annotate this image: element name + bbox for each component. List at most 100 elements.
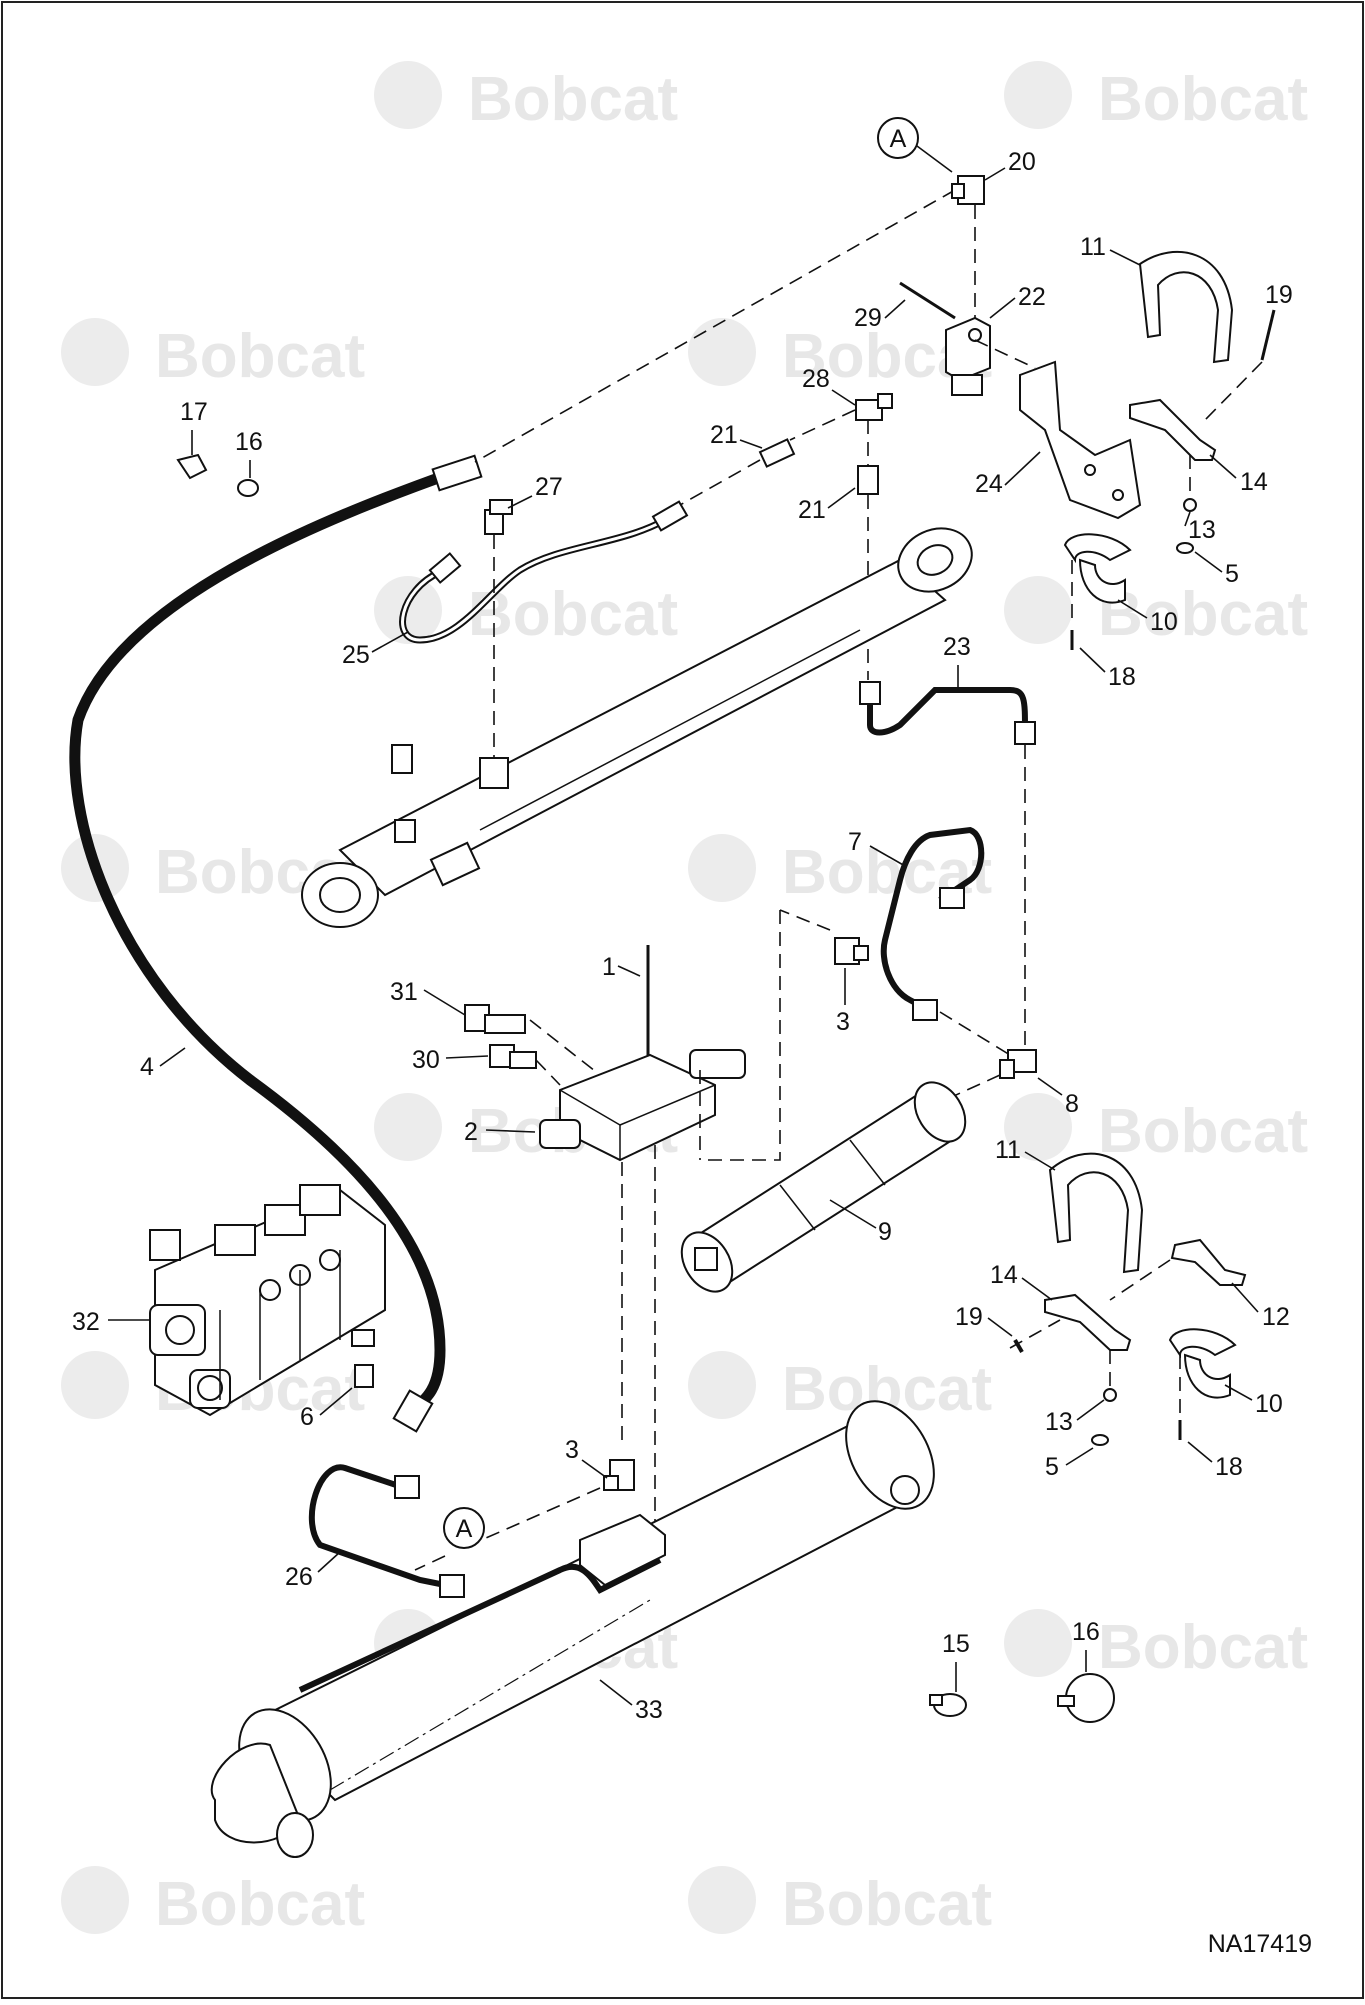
watermark-text: Bobcat <box>782 1870 992 1939</box>
callout-12: 12 <box>1262 1303 1290 1331</box>
strap-clamp-11 <box>1138 250 1234 364</box>
callout-5: 5 <box>1045 1453 1059 1481</box>
adapter-21 <box>758 438 796 468</box>
elbow-fitting-3 <box>603 1459 635 1491</box>
callout-13: 13 <box>1188 516 1216 544</box>
callout-27: 27 <box>535 473 563 501</box>
assembly-line <box>1204 361 1263 421</box>
assembly-line <box>535 1059 561 1086</box>
watermark-logo: Bobcat <box>688 1866 992 1939</box>
watermark-text: Bobcat <box>1098 580 1308 649</box>
watermark-logo: Bobcat <box>61 1866 365 1939</box>
valve-block <box>539 1049 746 1162</box>
callout-8: 8 <box>1065 1090 1079 1118</box>
adapter-21 <box>857 465 879 495</box>
callout-3: 3 <box>836 1008 850 1036</box>
callout-21: 21 <box>710 421 738 449</box>
clamp-10 <box>1168 1328 1237 1399</box>
callout-11: 11 <box>1080 233 1106 261</box>
callout-18: 18 <box>1108 663 1136 691</box>
watermark-text: Bobcat <box>468 580 678 649</box>
callout-19: 19 <box>1265 281 1293 309</box>
callout-5: 5 <box>1225 560 1239 588</box>
adapter-fitting-6 <box>351 1329 375 1388</box>
clamp-half-14 <box>1044 1293 1132 1351</box>
watermark-logo: Bobcat <box>1004 576 1308 649</box>
assembly-line <box>679 459 761 506</box>
elbow-fitting-30 <box>489 1044 537 1069</box>
watermark-logo: Bobcat <box>1004 61 1308 134</box>
check-valve-22 <box>945 316 991 396</box>
tube-highlight <box>401 518 666 642</box>
callout-23: 23 <box>943 633 971 661</box>
callout-16: 16 <box>1072 1618 1100 1646</box>
hose-clamp-15 <box>929 1693 967 1717</box>
callout-9: 9 <box>878 1218 892 1246</box>
tube-nut <box>651 500 689 532</box>
watermark-logo: Bobcat <box>1004 1609 1308 1682</box>
assembly-line <box>414 1555 446 1571</box>
bolt-19 <box>1013 1338 1024 1354</box>
plug-16 <box>237 479 259 497</box>
mounting-bracket-24 <box>1019 360 1142 520</box>
callout-25: 25 <box>342 641 370 669</box>
nut-13 <box>1103 1388 1117 1402</box>
callout-10: 10 <box>1150 608 1178 636</box>
drawing-number: NA17419 <box>1208 1930 1312 1958</box>
callout-15: 15 <box>942 1630 970 1658</box>
tee-fitting-28 <box>855 393 893 421</box>
callout-labels: 1 2 3 3 4 5 5 6 7 8 9 10 10 11 11 12 13 … <box>72 148 1293 1724</box>
callout-20: 20 <box>1008 148 1036 176</box>
callout-29: 29 <box>854 304 882 332</box>
reference-marker-top: A <box>877 117 919 159</box>
bolt-29 <box>899 281 956 320</box>
tilt-cylinder <box>301 527 973 928</box>
assembly-line <box>474 189 956 463</box>
watermark-text: Bobcat <box>155 322 365 391</box>
hose-end-fitting <box>431 454 483 492</box>
assembly-line <box>939 1011 1011 1056</box>
watermark-logo: Bobcat <box>61 318 365 391</box>
callout-26: 26 <box>285 1563 313 1591</box>
callout-24: 24 <box>975 470 1003 498</box>
leader-line <box>916 145 953 173</box>
callout-3: 3 <box>565 1436 579 1464</box>
watermark-text: Bobcat <box>155 1870 365 1939</box>
hydraulic-tube-26 <box>308 1464 446 1588</box>
tube-nut <box>428 552 462 584</box>
callout-19: 19 <box>955 1303 983 1331</box>
callout-30: 30 <box>412 1046 440 1074</box>
callout-33: 33 <box>635 1696 663 1724</box>
nut-13 <box>1183 498 1197 512</box>
tube-nut <box>859 681 881 705</box>
bolt-19 <box>1260 309 1276 361</box>
callout-21: 21 <box>798 496 826 524</box>
tube-nut <box>1014 721 1036 745</box>
callout-14: 14 <box>990 1261 1018 1289</box>
clamp-10 <box>1063 533 1132 604</box>
callout-11: 11 <box>995 1136 1021 1164</box>
callout-14: 14 <box>1240 468 1268 496</box>
elbow-fitting-31 <box>464 1004 526 1034</box>
assembly-line <box>529 1019 601 1076</box>
band-clamp-16 <box>1057 1673 1115 1723</box>
bracket-hole <box>1084 464 1096 476</box>
reference-marker-label: A <box>456 1515 473 1543</box>
elbow-fitting-3 <box>834 937 869 965</box>
assembly-line <box>700 910 781 1161</box>
accumulator-9 <box>680 1081 967 1293</box>
watermark-logo: Bobcat <box>1004 1093 1308 1166</box>
elbow-fitting-20 <box>951 175 985 205</box>
tube-nut <box>939 887 965 909</box>
watermark-logo: Bobcat <box>374 61 678 134</box>
watermark-logo: Bobcat <box>61 1351 365 1424</box>
assembly-line <box>469 1487 601 1546</box>
bracket-hole <box>1112 489 1124 501</box>
reference-marker-label: A <box>890 125 907 153</box>
callout-2: 2 <box>464 1118 478 1146</box>
watermark-logo: Bobcat <box>688 1351 992 1424</box>
callout-13: 13 <box>1045 1408 1073 1436</box>
